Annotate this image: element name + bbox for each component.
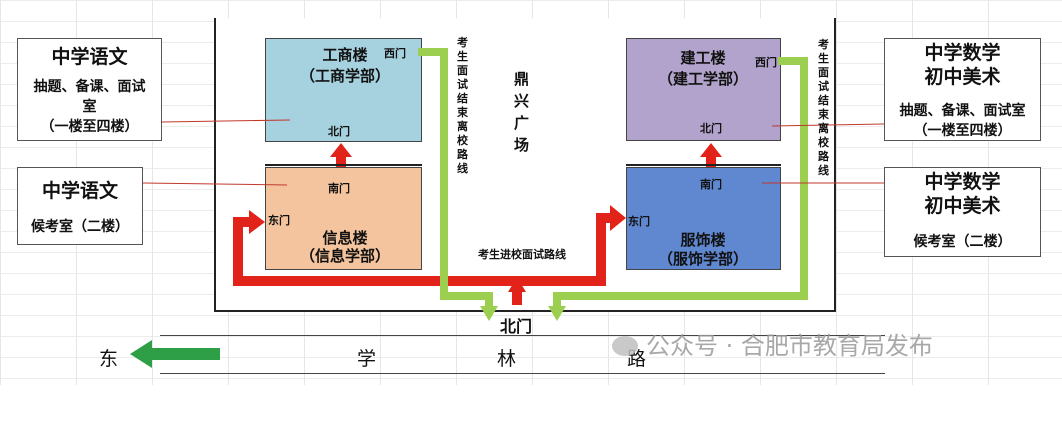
road-char-2: 林 (497, 348, 517, 370)
jiangong-north-gate: 北门 (700, 122, 722, 135)
fushi-dept: （服饰学部） (657, 250, 748, 268)
entry-route-right-vertical (596, 213, 606, 286)
note-left-top-line3: （一楼至四楼） (40, 119, 139, 135)
entry-route-head-xinxi (249, 210, 265, 234)
road-top-line (160, 335, 885, 336)
note-right-bottom-title2: 初中美术 (924, 195, 1001, 217)
note-left-bottom-line1: 候考室（二楼） (31, 219, 129, 235)
gongshang-name: 工商楼 (322, 46, 368, 64)
fushi-name: 服饰楼 (680, 231, 726, 249)
exit-route-right-bottom (553, 292, 808, 300)
building-fushi (626, 167, 781, 270)
road-char-1: 学 (357, 348, 377, 370)
exit-route-left-down (485, 292, 493, 310)
note-right-bottom-line1: 候考室（二楼） (913, 234, 1012, 250)
plaza-label: 鼎兴广场 (514, 70, 530, 154)
north-arrow-right-head (700, 143, 722, 157)
fushi-south-gate: 南门 (700, 178, 722, 191)
watermark-text: 公众号 · 合肥市教育局发布 (646, 332, 933, 360)
gongshang-west-gate: 西门 (384, 47, 406, 60)
entry-route-to-fushi (596, 213, 612, 223)
note-left-top-title: 中学语文 (51, 46, 128, 68)
exit-route-right-down (553, 292, 561, 310)
north-arrow-left-head (330, 143, 352, 157)
gongshang-north-gate: 北门 (328, 125, 350, 138)
campus-north-gate-label: 北门 (500, 317, 533, 336)
note-right-top-line1: 抽题、备课、面试室 (899, 103, 1026, 119)
exit-route-left-top (418, 48, 448, 56)
exit-route-left-head (480, 306, 498, 321)
note-pointer-lines (142, 119, 885, 186)
xinxi-east-gate: 东门 (268, 214, 290, 227)
jiangong-west-gate: 西门 (755, 56, 777, 69)
xinxi-dept: （信息学部） (299, 247, 390, 265)
gate-marker-dots (265, 164, 781, 166)
road-east-label: 东 (99, 348, 119, 370)
building-jiangong (626, 38, 781, 141)
xinxi-name: 信息楼 (322, 229, 368, 247)
exit-route-right-vertical (800, 57, 808, 300)
entry-route-label: 考生进校面试路线 (478, 248, 566, 261)
entry-route-arrows (233, 143, 722, 305)
entry-route-trunk (512, 285, 522, 305)
north-arrow-left-stem (336, 155, 346, 167)
note-right-top-title2: 初中美术 (924, 66, 1001, 88)
exit-route-right-top (778, 57, 808, 65)
wechat-icon (612, 336, 638, 356)
note-right-bottom-title1: 中学数学 (924, 171, 1001, 193)
watermark: 公众号 · 合肥市教育局发布 (612, 326, 933, 361)
note-left-top-line1: 抽题、备课、面试 (33, 79, 146, 95)
note-left-bottom-title: 中学语文 (41, 180, 118, 202)
jiangong-dept: （建工学部） (657, 70, 748, 88)
north-arrow-right-stem (706, 155, 716, 167)
jiangong-name: 建工楼 (680, 49, 726, 67)
entry-route-to-xinxi (233, 217, 253, 227)
xinxi-south-gate: 南门 (328, 182, 350, 195)
exit-route-left-bottom (440, 292, 493, 300)
building-gongshang (265, 38, 422, 142)
entry-route-horizontal (233, 276, 605, 286)
exit-route-left-vertical (440, 48, 448, 300)
note-right-top-title1: 中学数学 (924, 42, 1001, 64)
exit-route-label-right: 考生面试结束离校路线 (818, 38, 829, 177)
east-direction-arrow (130, 340, 220, 368)
exit-route-label-left: 考生面试结束离校路线 (457, 36, 468, 175)
note-left-bottom: 中学语文 候考室（二楼） (17, 167, 143, 245)
entry-route-left-vertical (233, 217, 243, 286)
exit-route-right-head (548, 306, 566, 321)
road-bottom-line (160, 373, 885, 374)
note-left-top: 中学语文 抽题、备课、面试 室 （一楼至四楼） (17, 38, 162, 141)
entry-route-head-fushi (610, 205, 626, 231)
note-right-top-line2: （一楼至四楼） (913, 123, 1012, 139)
building-xinxi (265, 167, 422, 270)
gongshang-dept: （工商学部） (299, 67, 390, 85)
exit-route-arrows (418, 48, 808, 321)
note-left-top-line2: 室 (82, 99, 97, 115)
fushi-east-gate: 东门 (628, 215, 650, 228)
note-right-top: 中学数学 初中美术 抽题、备课、面试室 （一楼至四楼） (884, 38, 1041, 141)
note-right-bottom: 中学数学 初中美术 候考室（二楼） (884, 167, 1041, 257)
